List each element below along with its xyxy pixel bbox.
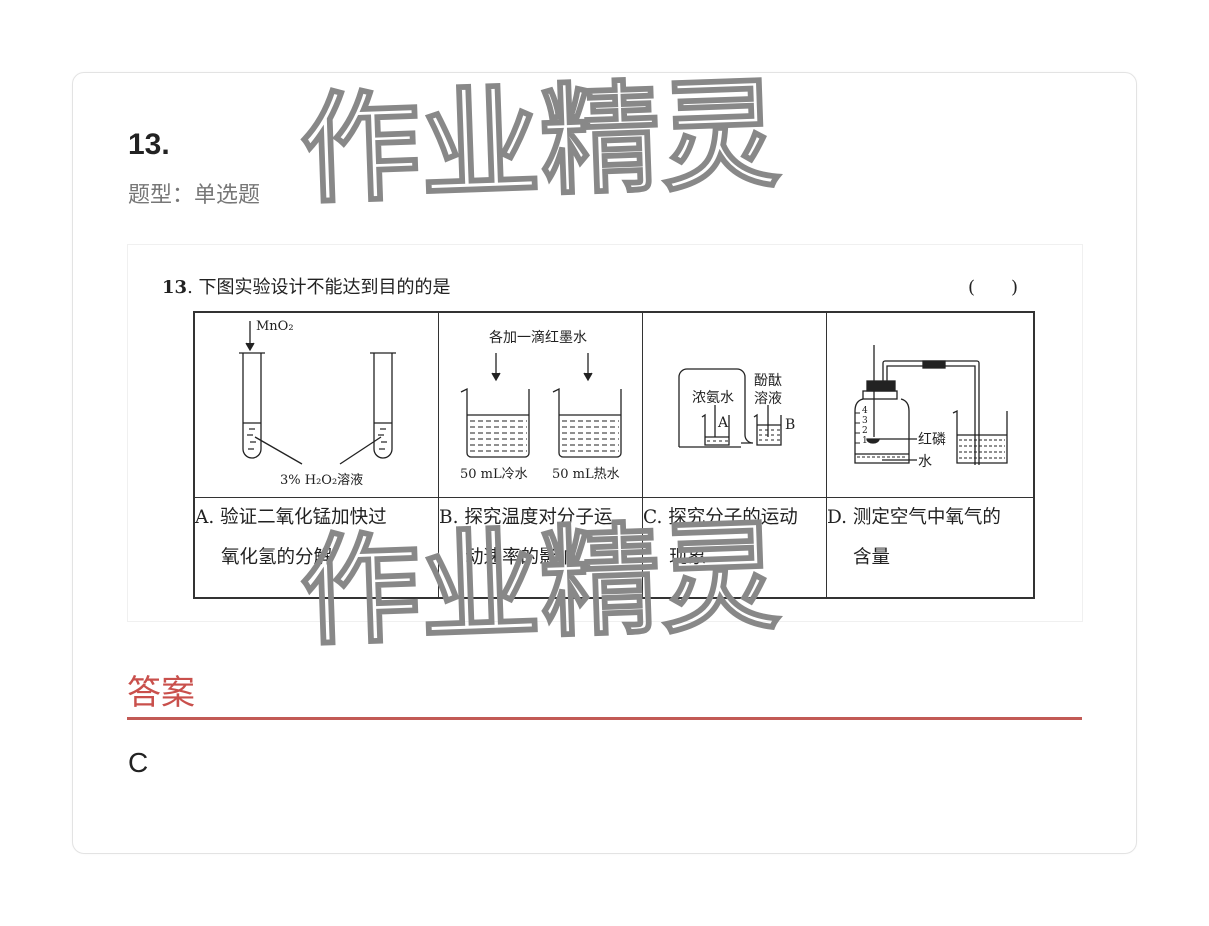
experiment-a-diagram: MnO₂ 3% H₂O₂溶液 [193, 311, 439, 498]
option-a-line2: 氧化氢的分解 [221, 547, 333, 568]
option-d-line2: 含量 [853, 547, 891, 568]
option-c-line1: C. 探究分子的运动 [643, 507, 798, 528]
question-card: 13. 题型：单选题 13. 下图实验设计不能达到目的的是 ( ) [72, 72, 1137, 854]
phenolphthalein-label-2: 溶液 [754, 391, 782, 407]
option-a-line1: A. 验证二氧化锰加快过 [195, 507, 387, 528]
question-figure: 13. 下图实验设计不能达到目的的是 ( ) [127, 244, 1083, 622]
option-d: D. 测定空气中氧气的 含量 [826, 497, 1035, 598]
option-b: B. 探究温度对分子运 动速率的影响 [438, 497, 643, 598]
experiment-c-diagram: 浓氨水 酚酞 溶液 A B [642, 311, 827, 498]
option-d-line1: D. 测定空气中氧气的 [827, 507, 1001, 528]
stem-number: 13 [162, 277, 188, 298]
experiment-b-diagram: 各加一滴红墨水 50 mL冷水 50 mL热水 [438, 311, 643, 498]
top-label: 各加一滴红墨水 [489, 330, 587, 346]
phenolphthalein-label-1: 酚酞 [754, 373, 782, 389]
test-tubes-diagram [239, 321, 396, 465]
option-b-line1: B. 探究温度对分子运 [439, 507, 613, 528]
beaker-b-label: B [785, 417, 796, 433]
experiment-d-diagram: 4 3 2 1 红磷 水 [826, 311, 1035, 498]
ammonia-label: 浓氨水 [692, 390, 734, 406]
cold-water-label: 50 mL冷水 [460, 467, 528, 482]
solution-label: 3% H₂O₂溶液 [280, 473, 364, 488]
option-a: A. 验证二氧化锰加快过 氧化氢的分解 [193, 497, 439, 598]
question-type: 题型：单选题 [128, 183, 261, 208]
scale-1: 1 [862, 436, 868, 446]
answer-divider [127, 717, 1082, 720]
beaker-a-label: A [718, 415, 729, 431]
oxygen-measurement-diagram [854, 345, 1008, 465]
question-number: 13. [128, 128, 170, 161]
phosphorus-label: 红磷 [918, 432, 946, 448]
scale-3: 3 [862, 416, 868, 426]
option-b-line2: 动速率的影响 [465, 547, 577, 568]
option-c-line2: 现象 [669, 547, 707, 568]
beakers-diagram [460, 353, 622, 458]
scale-4: 4 [862, 406, 868, 416]
hot-water-label: 50 mL热水 [552, 467, 620, 482]
experiment-table: MnO₂ 3% H₂O₂溶液 [193, 311, 1035, 599]
answer-heading: 答案 [127, 673, 195, 713]
stem-text: . 下图实验设计不能达到目的的是 [187, 277, 451, 298]
ammonia-diagram [678, 368, 782, 448]
scale-2: 2 [862, 426, 868, 436]
water-label: 水 [918, 454, 932, 470]
option-c: C. 探究分子的运动 现象 [642, 497, 827, 598]
reagent-label: MnO₂ [256, 319, 294, 334]
answer-blank: ( ) [968, 277, 1019, 298]
answer-value: C [128, 747, 149, 778]
question-stem: 13. 下图实验设计不能达到目的的是 [162, 273, 451, 299]
